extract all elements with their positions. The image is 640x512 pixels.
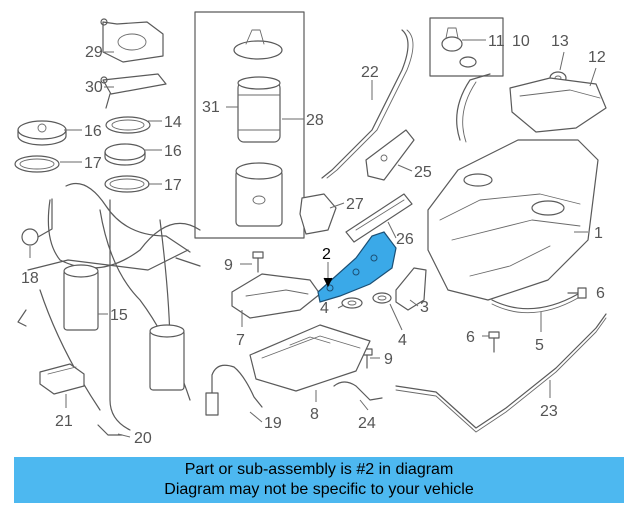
- part-4-grommet-left[interactable]: [341, 297, 363, 309]
- part-30-bracket[interactable]: [100, 73, 167, 109]
- part-5-tank-strap[interactable]: [491, 293, 579, 314]
- callout-14: 14: [164, 114, 182, 131]
- part-31-filter[interactable]: [233, 29, 283, 227]
- callout-3: 3: [420, 299, 429, 316]
- part-17-seal-right[interactable]: [104, 175, 150, 193]
- callout-20: 20: [134, 430, 152, 447]
- part-16-pump-flange-right[interactable]: [104, 143, 146, 166]
- part-4-grommet-right[interactable]: [372, 292, 392, 304]
- callout-4-left: 4: [320, 300, 329, 317]
- callout-labels: 29 30 16 14 16 17 17 18 15 31 28 9 7 8 9…: [21, 33, 606, 447]
- callout-2: 2: [322, 246, 331, 263]
- callout-5: 5: [535, 337, 544, 354]
- part-7-heat-shield[interactable]: [231, 273, 321, 319]
- callout-27: 27: [346, 196, 364, 213]
- part-24-hose[interactable]: [333, 381, 383, 401]
- part-2-heat-shield-highlighted[interactable]: [317, 231, 397, 303]
- callout-12: 12: [588, 49, 606, 66]
- callout-26: 26: [396, 231, 414, 248]
- callout-19: 19: [264, 415, 282, 432]
- callout-18: 18: [21, 270, 39, 287]
- callout-16-right: 16: [164, 143, 182, 160]
- callout-25: 25: [414, 164, 432, 181]
- part-6-bolt-left[interactable]: [488, 331, 500, 353]
- part-26-strap[interactable]: [345, 193, 413, 243]
- callout-23: 23: [540, 403, 558, 420]
- part-27-bracket[interactable]: [299, 193, 337, 235]
- callout-21: 21: [55, 413, 73, 430]
- banner-line-disclaimer: Diagram may not be specific to your vehi…: [164, 481, 474, 498]
- callout-11: 11: [488, 33, 505, 50]
- part-12-filler-housing[interactable]: [509, 77, 607, 133]
- info-banner: Part or sub-assembly is #2 in diagram Di…: [14, 457, 624, 503]
- callout-7: 7: [236, 332, 245, 349]
- callout-4-right: 4: [398, 332, 407, 349]
- part-3-bracket[interactable]: [395, 267, 427, 311]
- part-23-brake-line[interactable]: [395, 313, 607, 433]
- banner-line-part-info: Part or sub-assembly is #2 in diagram: [184, 461, 454, 478]
- part-25-bracket[interactable]: [365, 129, 415, 181]
- part-21-module[interactable]: [39, 363, 85, 395]
- callout-17-left: 17: [84, 155, 102, 172]
- callout-9-upper: 9: [224, 257, 233, 274]
- part-8-under-shield[interactable]: [249, 324, 371, 392]
- callout-28: 28: [306, 112, 324, 129]
- callout-22: 22: [361, 64, 379, 81]
- part-11-filler-cap[interactable]: [441, 27, 477, 68]
- callout-8: 8: [310, 406, 319, 423]
- callout-9-lower: 9: [384, 351, 393, 368]
- callout-24: 24: [358, 415, 376, 432]
- callout-15: 15: [110, 307, 128, 324]
- part-19-wire-harness[interactable]: [205, 364, 263, 416]
- part-6-bolt-right[interactable]: [567, 287, 587, 299]
- callout-16-left: 16: [84, 123, 102, 140]
- callout-13: 13: [551, 33, 569, 50]
- part-15-fuel-pump-assembly[interactable]: [17, 182, 201, 436]
- callout-29: 29: [85, 44, 103, 61]
- part-1-fuel-tank[interactable]: [427, 73, 599, 301]
- part-29-bracket[interactable]: [100, 18, 164, 63]
- part-16-pump-flange-left[interactable]: [17, 120, 67, 146]
- callout-17-right: 17: [164, 177, 182, 194]
- callout-6-left: 6: [466, 329, 475, 346]
- callout-10: 10: [512, 33, 530, 50]
- part-9-bolt-upper[interactable]: [252, 251, 264, 273]
- part-18-sensor[interactable]: [21, 198, 53, 246]
- callout-1: 1: [594, 225, 603, 242]
- part-28-group-box: [194, 11, 305, 239]
- part-17-seal-left[interactable]: [14, 155, 60, 173]
- callout-30: 30: [85, 79, 103, 96]
- part-10-group-box: [429, 17, 504, 77]
- exploded-parts-diagram: 29 30 16 14 16 17 17 18 15 31 28 9 7 8 9…: [14, 11, 607, 447]
- callout-31: 31: [202, 99, 220, 116]
- callout-6-right: 6: [596, 285, 605, 302]
- part-14-lock-ring[interactable]: [105, 116, 151, 134]
- leader-lines: [29, 39, 597, 438]
- part-22-filler-line[interactable]: [321, 29, 414, 179]
